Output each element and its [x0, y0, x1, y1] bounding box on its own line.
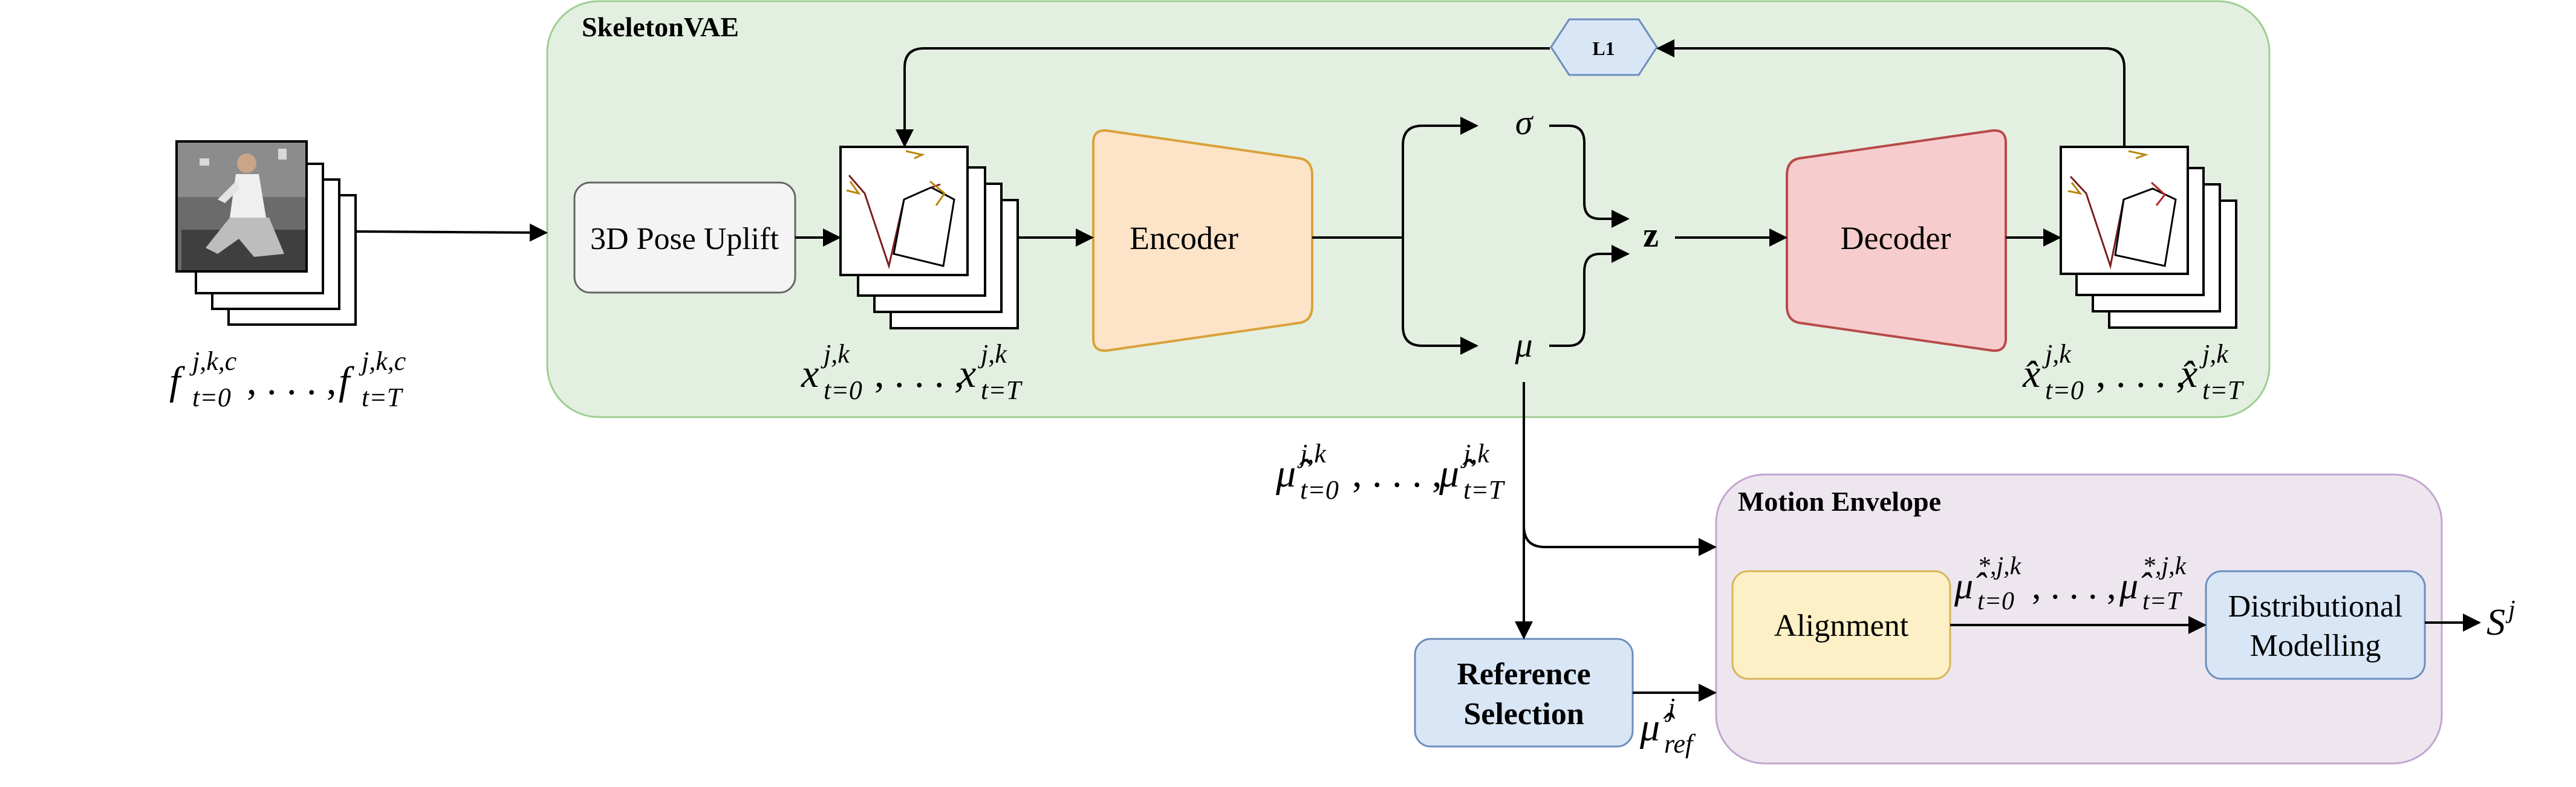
recon-skeleton-drawing — [2067, 150, 2177, 270]
arrow-mu-to-z — [1549, 245, 1630, 347]
svg-text:, . . . ,: , . . . , — [1352, 452, 1442, 496]
mu-symbol: μ — [1514, 325, 1532, 364]
svg-text:f: f — [169, 359, 185, 403]
svg-text:S: S — [2487, 602, 2505, 643]
pose-skeleton-drawing — [846, 150, 955, 270]
svg-text:j,k: j,k — [978, 339, 1007, 369]
svg-text:x̂: x̂ — [2179, 352, 2197, 396]
latent-means-label: μ̂ j,k t=0 , . . . , μ̂ j,k t=T — [1275, 439, 1506, 505]
arrow-to-mu — [1402, 238, 1478, 355]
svg-text:ref: ref — [1664, 729, 1696, 759]
svg-text:t=0: t=0 — [1300, 475, 1339, 505]
svg-text:, . . . ,: , . . . , — [2032, 566, 2116, 607]
arrow-recon-to-l1 — [1656, 39, 2126, 146]
alignment-label: Alignment — [1774, 609, 1909, 643]
svg-text:x: x — [801, 352, 819, 396]
input-frames-stack — [175, 140, 357, 326]
poses-label: x j,k t=0 , . . . , x j,k t=T — [801, 339, 1023, 405]
svg-text:j,k: j,k — [2199, 339, 2229, 369]
arrow-frames-to-uplift — [355, 223, 548, 242]
svg-text:t=T: t=T — [981, 375, 1023, 405]
svg-text:t=0: t=0 — [192, 383, 231, 412]
svg-text:, . . . ,: , . . . , — [2096, 352, 2186, 396]
svg-text:f: f — [339, 359, 354, 403]
svg-text:t=0: t=0 — [2045, 375, 2084, 405]
svg-text:t=0: t=0 — [1977, 588, 2014, 615]
svg-text:j,k,c: j,k,c — [189, 346, 237, 376]
sigma-symbol: σ — [1515, 103, 1534, 142]
svg-text:*,j,k: *,j,k — [1977, 552, 2022, 580]
svg-text:j,k: j,k — [2042, 339, 2072, 369]
decoder-shape — [1786, 129, 2007, 352]
l1-loss-label: L1 — [1592, 37, 1615, 59]
svg-text:x: x — [958, 352, 976, 396]
svg-text:j: j — [2505, 596, 2516, 624]
pose-frames-stack — [839, 146, 1019, 329]
svg-text:j: j — [1665, 693, 1675, 722]
distributional-label-line2: Modelling — [2250, 629, 2381, 663]
encoder-shape — [1092, 129, 1313, 352]
motion-envelope-group — [1715, 473, 2443, 765]
svg-text:j,k: j,k — [1297, 439, 1327, 468]
svg-text:t=0: t=0 — [824, 375, 862, 405]
recon-frames-stack — [2060, 146, 2237, 329]
reference-mean-label: μ̂ j ref — [1639, 693, 1696, 759]
svg-text:j,k: j,k — [821, 339, 850, 369]
reference-label-line2: Selection — [1463, 697, 1584, 731]
svg-text:t=T: t=T — [362, 383, 404, 412]
svg-text:t=T: t=T — [2202, 375, 2245, 405]
svg-text:j,k: j,k — [1460, 439, 1490, 468]
arrow-to-sigma — [1402, 117, 1478, 238]
arrow-mu-to-motion-envelope — [1523, 525, 1717, 556]
svg-text:t=T: t=T — [1463, 475, 1506, 505]
arrow-l1-to-poses — [896, 47, 1550, 147]
decoder-label: Decoder — [1841, 220, 1951, 256]
motion-envelope-title: Motion Envelope — [1738, 486, 1941, 517]
recon-label: x̂ j,k t=0 , . . . , x̂ j,k t=T — [2022, 339, 2245, 405]
skeleton-vae-title: SkeletonVAE — [582, 11, 739, 42]
z-symbol: z — [1643, 215, 1659, 254]
svg-text:*,j,k: *,j,k — [2142, 552, 2187, 580]
output-label: S j — [2487, 596, 2516, 643]
video-frame-image — [175, 140, 308, 273]
pose-uplift-label: 3D Pose Uplift — [590, 222, 779, 256]
reference-label-line1: Reference — [1457, 657, 1590, 691]
distributional-label-line1: Distributional — [2228, 589, 2403, 624]
aligned-means-label: μ̂ *,j,k t=0 , . . . , μ̂ *,j,k t=T — [1954, 552, 2187, 615]
frames-label: f j,k,c t=0 , . . . , f j,k,c t=T — [169, 346, 406, 412]
encoder-label: Encoder — [1130, 220, 1238, 256]
svg-text:, . . . ,: , . . . , — [874, 352, 964, 396]
svg-text:t=T: t=T — [2142, 588, 2182, 615]
svg-text:x̂: x̂ — [2022, 352, 2040, 396]
svg-text:j,k,c: j,k,c — [359, 346, 406, 376]
svg-text:, . . . ,: , . . . , — [247, 359, 337, 403]
arrow-sigma-to-z — [1549, 125, 1630, 228]
